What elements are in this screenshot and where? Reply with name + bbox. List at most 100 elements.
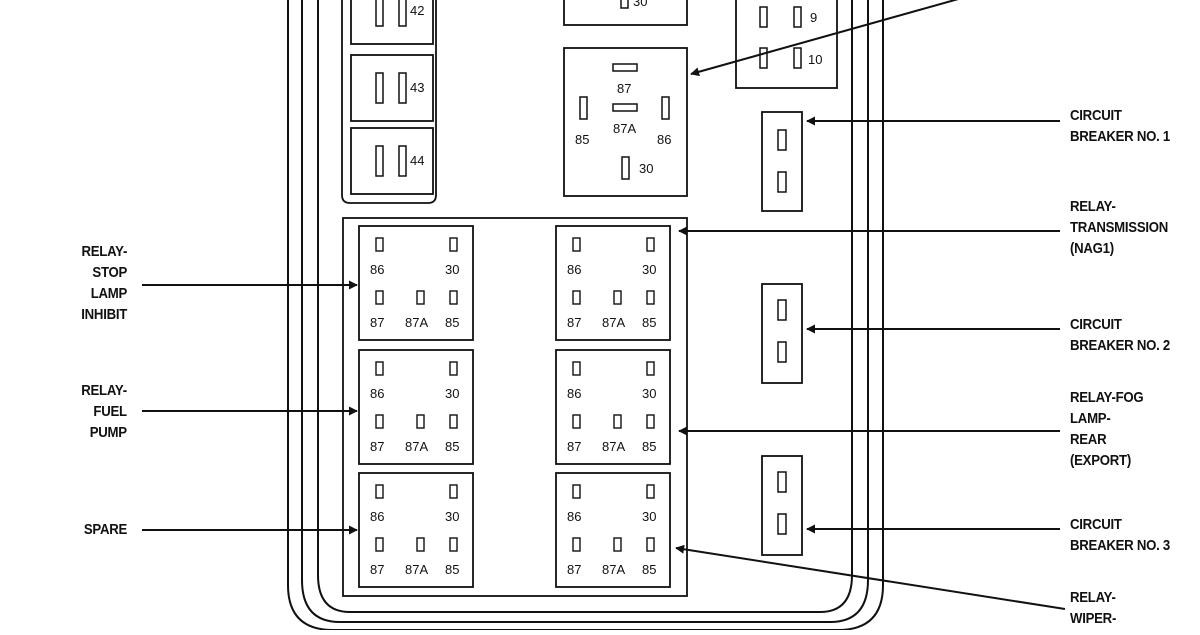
pin-87a bbox=[416, 414, 425, 429]
iso-pin-86-label: 86 bbox=[657, 132, 671, 147]
pin-86 bbox=[572, 484, 581, 499]
pin-86 bbox=[375, 361, 384, 376]
pin-87a bbox=[613, 537, 622, 552]
pin-87a-label: 87A bbox=[405, 439, 428, 454]
top-relay-pin-label: 30 bbox=[633, 0, 647, 9]
pin-30-label: 30 bbox=[642, 262, 656, 277]
pin-87a bbox=[416, 290, 425, 305]
pin-86 bbox=[375, 237, 384, 252]
fuse-43: 43 bbox=[350, 54, 434, 122]
pin-30 bbox=[646, 237, 655, 252]
pin-85 bbox=[646, 414, 655, 429]
fuse-44: 44 bbox=[350, 127, 434, 195]
label-relay-fuel-pump: RELAY- FUEL PUMP bbox=[81, 382, 127, 441]
fuse-column: 42 43 44 bbox=[350, 0, 434, 195]
arrow-to-iso-relay bbox=[690, 0, 959, 77]
fuse-label: 44 bbox=[410, 153, 424, 168]
pin-87-label: 87 bbox=[370, 562, 384, 577]
pin-85 bbox=[646, 537, 655, 552]
micro-relay: 86 30 87 87A 85 bbox=[358, 349, 474, 465]
pin-30 bbox=[449, 361, 458, 376]
label-spare: SPARE bbox=[83, 521, 127, 538]
micro-relay: 86 30 87 87A 85 bbox=[555, 349, 671, 465]
pin-87-label: 87 bbox=[567, 315, 581, 330]
label-relay-wiper: RELAY- WIPER- bbox=[1070, 589, 1117, 627]
pin-87-label: 87 bbox=[370, 315, 384, 330]
pin-87 bbox=[375, 414, 384, 429]
iso-pin-86 bbox=[661, 96, 670, 120]
pin-30 bbox=[646, 361, 655, 376]
pin-85 bbox=[449, 290, 458, 305]
pin-85-label: 85 bbox=[445, 315, 459, 330]
pin-86 bbox=[572, 237, 581, 252]
pin-87 bbox=[572, 414, 581, 429]
fuse-9-label: 9 bbox=[810, 10, 817, 25]
callout-arrows bbox=[142, 0, 1066, 610]
pin-85-label: 85 bbox=[642, 439, 656, 454]
fuse-label: 43 bbox=[410, 80, 424, 95]
label-circuit-breaker-3: CIRCUIT BREAKER NO. 3 bbox=[1070, 516, 1170, 554]
iso-pin-85 bbox=[579, 96, 588, 120]
pin-30-label: 30 bbox=[445, 386, 459, 401]
pin-86-label: 86 bbox=[370, 509, 384, 524]
pin-85 bbox=[646, 290, 655, 305]
arrow-relay-wiper bbox=[675, 544, 1066, 610]
pin-30-label: 30 bbox=[445, 509, 459, 524]
pin-86-label: 86 bbox=[567, 509, 581, 524]
fuse-10-label: 10 bbox=[808, 52, 822, 67]
pin-87 bbox=[375, 537, 384, 552]
pin-87-label: 87 bbox=[567, 562, 581, 577]
pin-86-label: 86 bbox=[370, 386, 384, 401]
pin-30-label: 30 bbox=[642, 386, 656, 401]
iso-pin-85-label: 85 bbox=[575, 132, 589, 147]
label-relay-fog-lamp-rear: RELAY-FOG LAMP- REAR (EXPORT) bbox=[1070, 389, 1144, 469]
pin-87a-label: 87A bbox=[602, 315, 625, 330]
pin-30 bbox=[449, 484, 458, 499]
pin-87 bbox=[572, 290, 581, 305]
pin-30-label: 30 bbox=[445, 262, 459, 277]
iso-pin-87-label: 87 bbox=[617, 81, 631, 96]
pin-30 bbox=[646, 484, 655, 499]
pin-85 bbox=[449, 537, 458, 552]
iso-pin-30-label: 30 bbox=[639, 161, 653, 176]
pin-87a bbox=[613, 290, 622, 305]
fuse-42: 42 bbox=[350, 0, 434, 45]
iso-pin-87 bbox=[612, 63, 638, 72]
micro-relay-block bbox=[342, 217, 688, 597]
fuse-block-container bbox=[341, 0, 437, 204]
circuit-breaker-3 bbox=[761, 455, 803, 556]
top-relay-partial: 30 bbox=[563, 0, 688, 26]
label-circuit-breaker-2: CIRCUIT BREAKER NO. 2 bbox=[1070, 316, 1170, 354]
pin-87a-label: 87A bbox=[405, 562, 428, 577]
circuit-breaker-2 bbox=[761, 283, 803, 384]
pin-87a bbox=[613, 414, 622, 429]
pin-86-label: 86 bbox=[567, 262, 581, 277]
iso-pin-87a bbox=[612, 103, 638, 112]
pin-30 bbox=[449, 237, 458, 252]
pin-87a bbox=[416, 537, 425, 552]
fuse-pair-9-10: 9 10 bbox=[735, 0, 838, 89]
label-relay-stop-lamp-inhibit: RELAY- STOP LAMP INHIBIT bbox=[81, 243, 127, 323]
pin-86-label: 86 bbox=[567, 386, 581, 401]
pin-87a-label: 87A bbox=[602, 562, 625, 577]
pin-86 bbox=[572, 361, 581, 376]
iso-pin-30 bbox=[621, 156, 630, 180]
pin-87a-label: 87A bbox=[602, 439, 625, 454]
iso-relay: 87 87A 85 86 30 bbox=[563, 47, 688, 197]
pin-85-label: 85 bbox=[445, 439, 459, 454]
iso-pin-87a-label: 87A bbox=[613, 121, 636, 136]
label-circuit-breaker-1: CIRCUIT BREAKER NO. 1 bbox=[1070, 107, 1170, 145]
label-relay-transmission: RELAY- TRANSMISSION (NAG1) bbox=[1070, 198, 1169, 257]
pin-87 bbox=[572, 537, 581, 552]
pin-87 bbox=[375, 290, 384, 305]
pin-86 bbox=[375, 484, 384, 499]
pin-87-label: 87 bbox=[370, 439, 384, 454]
pin-86-label: 86 bbox=[370, 262, 384, 277]
pin-85-label: 85 bbox=[642, 562, 656, 577]
pin-87-label: 87 bbox=[567, 439, 581, 454]
pin-85-label: 85 bbox=[445, 562, 459, 577]
